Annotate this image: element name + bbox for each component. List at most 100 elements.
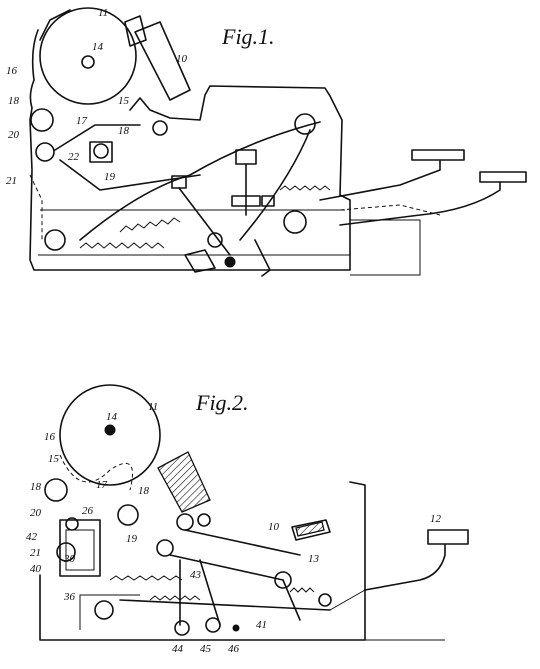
fig2-pedal-link (329, 589, 366, 611)
fig2-pivot-back (318, 593, 332, 607)
fig1-label-10: 10 (176, 53, 188, 65)
fig2-spring-rear (289, 587, 315, 593)
fig1-plate-10 (134, 21, 191, 101)
fig1-curved-lever (79, 121, 321, 241)
fig2-label-18-right: 18 (138, 485, 150, 497)
fig1-rear-bracket (350, 219, 421, 276)
fig1-paper-path (29, 174, 43, 240)
fig1-label-21: 21 (6, 175, 17, 187)
fig2-label-12: 12 (430, 513, 442, 525)
fig2-label-17: 17 (96, 479, 108, 491)
fig2-lever-41 (119, 599, 331, 611)
fig2-cylinder-hub (104, 424, 116, 436)
fig1-pedal-phantom (339, 204, 441, 216)
fig2-pivot-upper-b (197, 513, 211, 527)
fig2-base-roller (94, 600, 114, 620)
fig2-pivot-upper (176, 513, 194, 531)
fig2-pivot-45 (205, 617, 221, 633)
fig2-housing-26 (59, 519, 101, 577)
fig2-link-45 (199, 559, 221, 626)
fig2-roller-18-right (117, 504, 139, 526)
fig2-spring-lower (149, 595, 201, 601)
fig2-pivot-rear (274, 571, 292, 589)
fig2-label-16: 16 (44, 431, 56, 443)
fig2-label-41: 41 (256, 619, 267, 631)
fig1-pawl (254, 239, 271, 277)
fig2-label-20: 20 (30, 507, 42, 519)
figure-2-title: Fig.2. (195, 390, 249, 415)
fig1-label-16: 16 (6, 65, 18, 77)
fig1-label-17: 17 (76, 115, 88, 127)
fig1-lower-pivot-b (224, 256, 236, 268)
fig1-label-18-left: 18 (8, 95, 20, 107)
fig1-pedal-arm-upper (319, 159, 441, 201)
fig2-spring-43 (109, 575, 183, 581)
fig2-label-36: 36 (63, 591, 76, 603)
fig2-label-10: 10 (268, 521, 280, 533)
fig2-label-45: 45 (200, 643, 212, 655)
fig1-cylinder-cover (39, 9, 71, 41)
fig1-link-22 (59, 159, 201, 191)
fig1-spring-middle (119, 217, 181, 233)
fig1-clip (124, 15, 147, 47)
figure-2: Fig.2. (26, 384, 469, 655)
fig2-label-21: 21 (30, 547, 41, 559)
fig1-label-19: 19 (104, 171, 116, 183)
fig1-casing-outline (29, 29, 351, 271)
fig2-label-46: 46 (228, 643, 240, 655)
fig2-label-14: 14 (106, 411, 118, 423)
fig1-screw-lock (261, 195, 275, 207)
fig2-roller-30 (56, 542, 76, 562)
fig1-label-11: 11 (98, 7, 108, 19)
fig1-roller-18-left (30, 108, 54, 132)
fig1-label-20: 20 (8, 129, 20, 141)
fig2-pedal (427, 529, 469, 545)
figure-1-title: Fig.1. (221, 24, 275, 49)
fig1-roller-20 (35, 142, 55, 162)
fig2-label-43: 43 (190, 569, 202, 581)
fig2-plate-10-hatch (295, 521, 325, 537)
fig2-pivot-46 (232, 624, 240, 632)
fig1-label-18-right: 18 (118, 125, 130, 137)
fig1-link-17 (54, 124, 141, 151)
fig1-screw-head (235, 149, 257, 165)
fig1-rear-roller (283, 210, 307, 234)
fig2-lever-43 (169, 554, 284, 581)
fig1-label-14: 14 (92, 41, 104, 53)
fig2-paper-path (59, 454, 133, 491)
fig1-lower-pivot-a (207, 232, 223, 248)
fig2-pedal-arm (364, 544, 446, 591)
fig1-roller-18-box (89, 141, 113, 163)
fig2-label-42: 42 (26, 531, 38, 543)
fig1-label-15: 15 (118, 95, 130, 107)
fig2-cylinder (59, 384, 161, 486)
fig1-screw-nut (231, 195, 261, 207)
fig2-housing-inner (65, 529, 95, 571)
fig1-base-roller (44, 229, 66, 251)
fig2-label-30: 30 (63, 553, 76, 565)
figure-1: Fig.1. (6, 7, 527, 277)
fig2-roller-18-left (44, 478, 68, 502)
fig2-plate-10 (291, 519, 331, 541)
fig1-pedal-arm-lower (339, 181, 501, 226)
fig2-key-plate (157, 451, 211, 513)
fig1-diagonal-rod (178, 187, 231, 256)
fig2-inner-step (79, 594, 140, 630)
fig2-label-26: 26 (82, 505, 94, 517)
fig1-pedal-upper (411, 149, 465, 161)
fig2-label-40: 40 (30, 563, 42, 575)
fig1-cylinder (39, 7, 137, 105)
fig2-lever-drop (282, 579, 301, 621)
fig2-label-18-left: 18 (30, 481, 42, 493)
fig1-roller-18-right (93, 143, 109, 159)
fig1-label-22: 22 (68, 151, 80, 163)
fig2-label-15: 15 (48, 453, 60, 465)
fig2-pivot-middle (156, 539, 174, 557)
fig2-label-19: 19 (126, 533, 138, 545)
fig2-lever-13 (184, 529, 301, 556)
fig1-spring-rear (279, 185, 331, 191)
fig2-label-44: 44 (172, 643, 184, 655)
fig2-pivot-44 (174, 620, 190, 636)
fig1-pedal-lower (479, 171, 527, 183)
